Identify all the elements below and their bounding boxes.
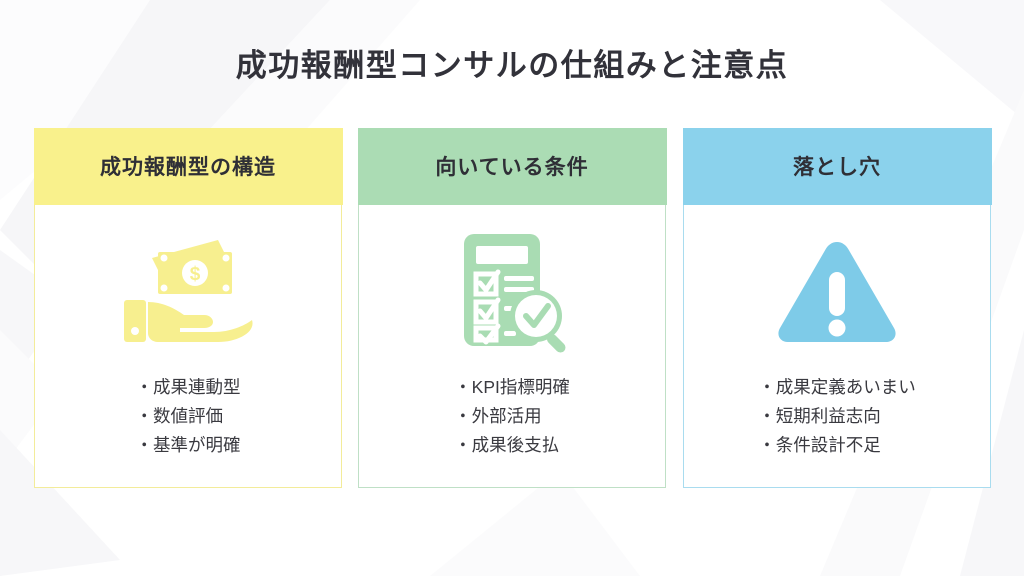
card-group: 成功報酬型の構造: [33, 127, 992, 488]
card-body-pitfalls: ・成果定義あいまい ・短期利益志向 ・条件設計不足: [684, 203, 990, 487]
card-structure[interactable]: 成功報酬型の構造: [33, 127, 343, 488]
list-item: ・外部活用: [454, 406, 542, 426]
card-body-structure: $ ・成果連動型 ・数値評価 ・基準が明確: [35, 203, 341, 487]
page-title: 成功報酬型コンサルの仕組みと注意点: [235, 48, 789, 83]
list-item: ・条件設計不足: [758, 435, 881, 455]
card-body-suitable-conditions: ・KPI指標明確 ・外部活用 ・成果後支払: [359, 203, 665, 487]
list-item: ・成果後支払: [454, 435, 560, 455]
bullet-list-structure: ・成果連動型 ・数値評価 ・基準が明確: [136, 373, 241, 460]
list-item: ・数値評価: [135, 406, 224, 426]
bullet-list-suitable-conditions: ・KPI指標明確 ・外部活用 ・成果後支払: [454, 373, 570, 460]
card-suitable-conditions[interactable]: 向いている条件: [357, 127, 667, 488]
card-pitfalls[interactable]: 落とし穴 ・成果定義あいまい ・短期利益志向 ・条件設計不足: [682, 127, 992, 488]
warning-triangle-icon: [774, 217, 900, 367]
list-item: ・成果定義あいまい: [758, 377, 916, 397]
card-header-structure: 成功報酬型の構造: [33, 127, 343, 205]
checklist-magnifier-icon: [448, 217, 576, 367]
bullet-list-pitfalls: ・成果定義あいまい ・短期利益志向 ・条件設計不足: [758, 373, 916, 460]
list-item: ・短期利益志向: [758, 406, 881, 426]
list-item: ・KPI指標明確: [454, 377, 570, 397]
svg-text:$: $: [190, 264, 201, 285]
card-header-pitfalls: 落とし穴: [682, 127, 992, 205]
list-item: ・基準が明確: [135, 435, 241, 455]
hand-holding-money-icon: $: [118, 217, 258, 367]
list-item: ・成果連動型: [135, 377, 241, 397]
card-header-suitable-conditions: 向いている条件: [357, 127, 667, 205]
